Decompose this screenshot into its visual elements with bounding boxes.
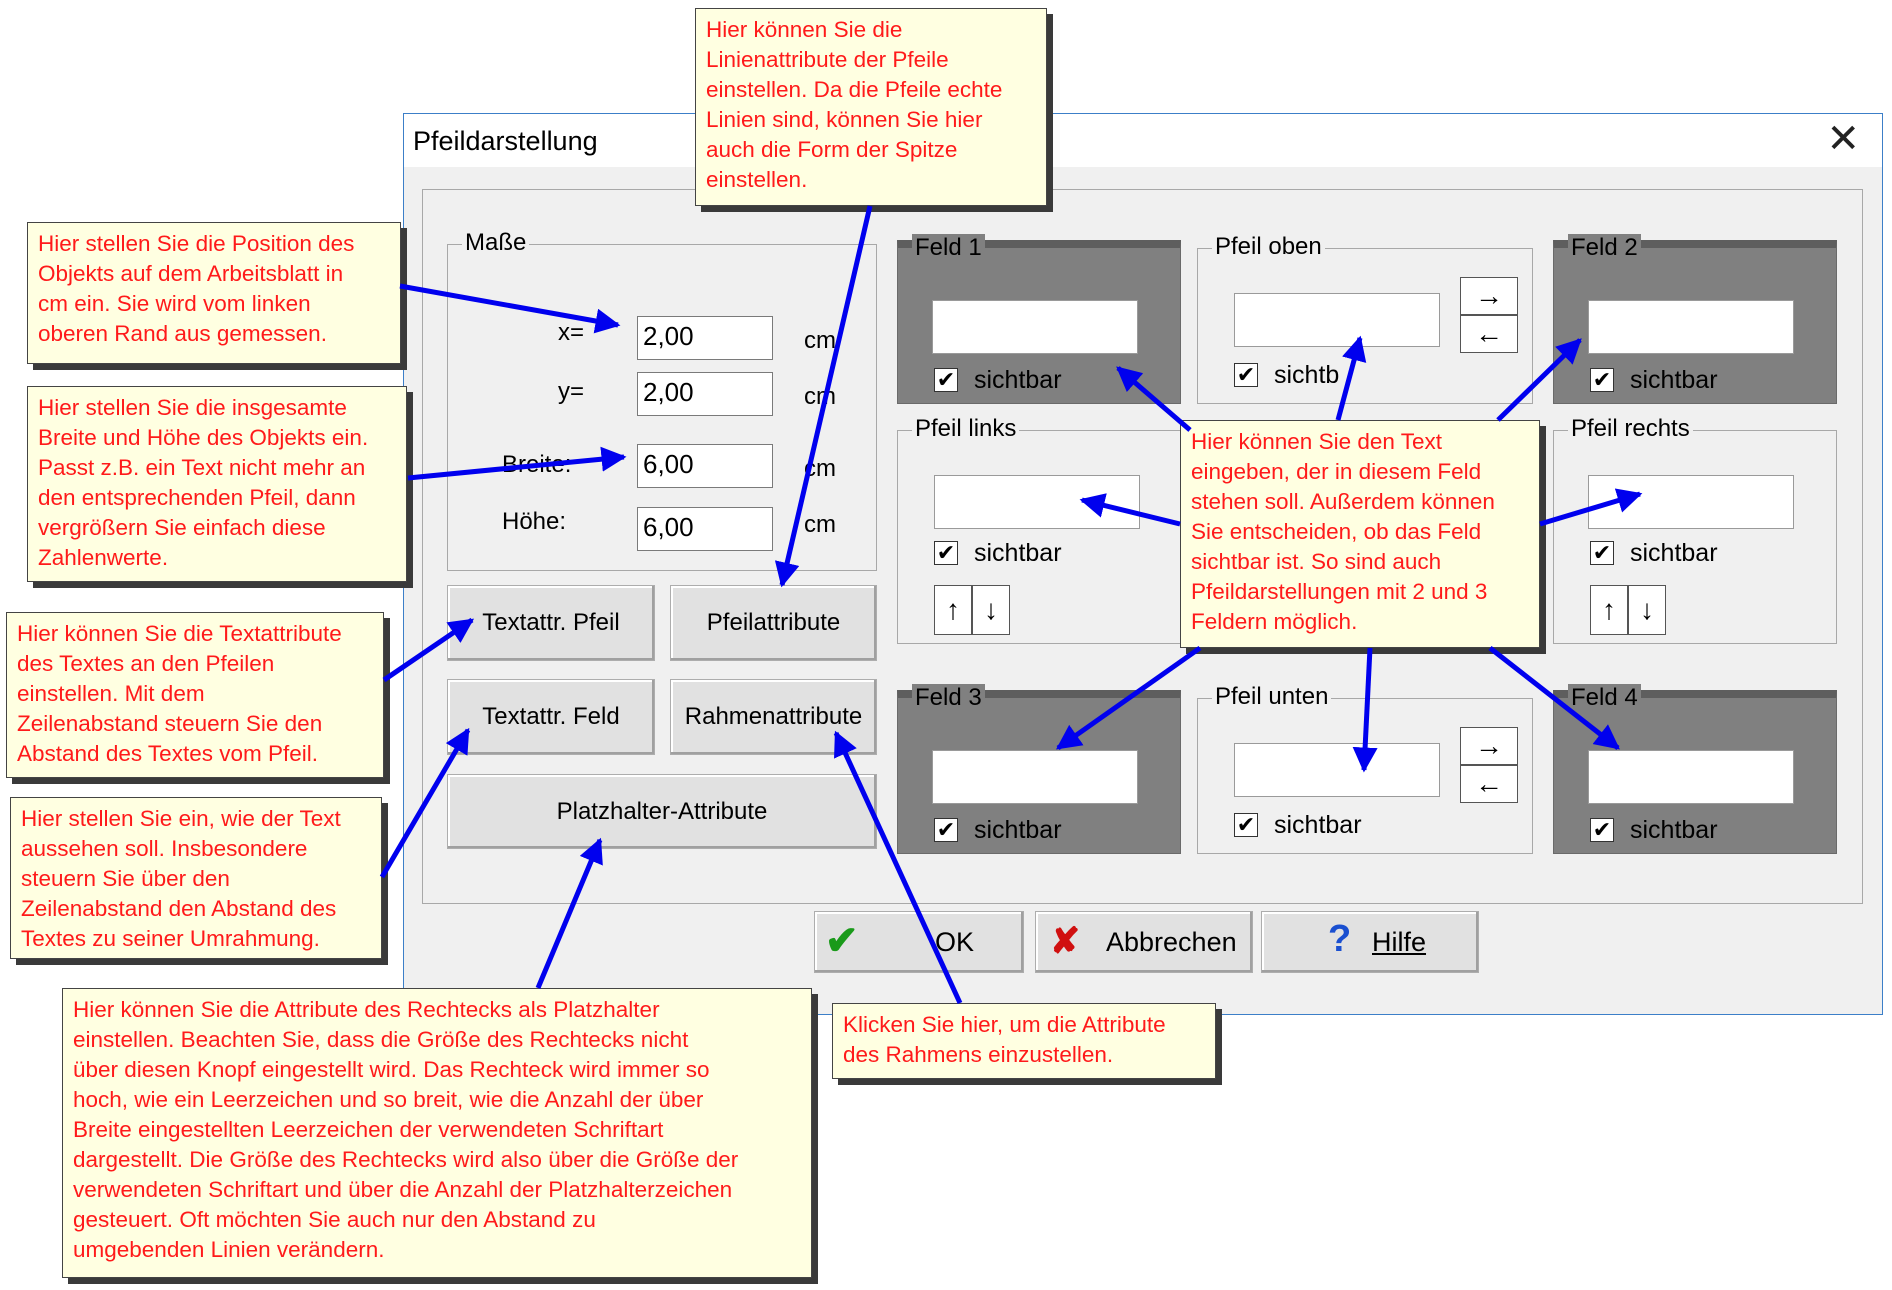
- feld2-group: Feld 2 ✔ sichtbar: [1553, 234, 1837, 404]
- feld1-title: Feld 1: [912, 234, 985, 262]
- feld2-title: Feld 2: [1568, 234, 1641, 262]
- pfeil-links-title: Pfeil links: [912, 415, 1020, 443]
- pfeil-rechts-up-arrow-button[interactable]: ↑: [1590, 585, 1628, 635]
- pfeil-links-checkbox[interactable]: ✔: [934, 541, 958, 565]
- pfeil-unten-group: Pfeil unten ✔ sichtbar → ←: [1197, 683, 1533, 854]
- ok-button[interactable]: ✔ OK: [814, 911, 1024, 973]
- pfeil-unten-right-arrow-button[interactable]: →: [1460, 727, 1518, 765]
- close-icon[interactable]: ✕: [1826, 117, 1860, 161]
- y-input[interactable]: 2,00: [637, 372, 773, 416]
- callout-pfeilattribute: Hier können Sie die Linienattribute der …: [695, 8, 1047, 206]
- callout-felder: Hier können Sie den Text eingeben, der i…: [1180, 420, 1540, 648]
- pfeil-unten-text-input[interactable]: [1234, 743, 1440, 797]
- feld4-checkbox[interactable]: ✔: [1590, 818, 1614, 842]
- pfeil-oben-title: Pfeil oben: [1212, 233, 1325, 261]
- pfeil-unten-title: Pfeil unten: [1212, 683, 1332, 711]
- feld4-text-input[interactable]: [1588, 750, 1794, 804]
- feld3-checkbox-label: sichtbar: [974, 816, 1062, 844]
- feld3-title: Feld 3: [912, 684, 985, 712]
- pfeil-rechts-title: Pfeil rechts: [1568, 415, 1693, 443]
- callout-rahmen: Klicken Sie hier, um die Attribute des R…: [832, 1003, 1216, 1079]
- textattr-feld-button[interactable]: Textattr. Feld: [447, 679, 655, 755]
- y-label: y=: [558, 378, 585, 405]
- pfeil-unten-left-arrow-button[interactable]: ←: [1460, 765, 1518, 803]
- feld1-group: Feld 1 ✔ sichtbar: [897, 234, 1181, 404]
- help-question-icon: ?: [1328, 918, 1352, 960]
- y-unit: cm: [804, 383, 836, 410]
- hoehe-label: Höhe:: [502, 508, 567, 535]
- callout-textattr-feld: Hier stellen Sie ein, wie der Text ausse…: [10, 797, 382, 959]
- pfeilattribute-button[interactable]: Pfeilattribute: [670, 585, 877, 661]
- pfeil-rechts-down-arrow-button[interactable]: ↓: [1628, 585, 1666, 635]
- masse-group: Maße x= 2,00 cm y= 2,00 cm Breite: 6,00 …: [447, 229, 877, 571]
- abbrechen-label: Abbrechen: [1106, 927, 1237, 957]
- main-panel: Maße x= 2,00 cm y= 2,00 cm Breite: 6,00 …: [422, 189, 1863, 904]
- hilfe-label: Hilfe: [1372, 927, 1427, 957]
- abbrechen-button[interactable]: ✘ Abbrechen: [1035, 911, 1253, 973]
- feld4-group: Feld 4 ✔ sichtbar: [1553, 684, 1837, 854]
- pfeil-links-text-input[interactable]: [934, 475, 1140, 529]
- pfeil-oben-left-arrow-button[interactable]: ←: [1460, 315, 1518, 353]
- pfeil-oben-group: Pfeil oben ✔ sichtb → ←: [1197, 233, 1533, 404]
- ok-label: OK: [935, 927, 975, 957]
- feld2-text-input[interactable]: [1588, 300, 1794, 354]
- pfeil-links-group: Pfeil links ✔ sichtbar ↑ ↓: [897, 415, 1181, 644]
- title-bar: Pfeildarstellung ✕: [404, 114, 1882, 167]
- hilfe-button[interactable]: ? Hilfe: [1261, 911, 1479, 973]
- breite-unit: cm: [804, 455, 836, 482]
- feld4-title: Feld 4: [1568, 684, 1641, 712]
- callout-position: Hier stellen Sie die Position des Objekt…: [27, 222, 401, 364]
- platzhalter-attribute-button[interactable]: Platzhalter-Attribute: [447, 774, 877, 849]
- pfeil-oben-checkbox-label: sichtb: [1274, 361, 1340, 389]
- callout-size: Hier stellen Sie die insgesamte Breite u…: [27, 386, 407, 582]
- feld2-checkbox[interactable]: ✔: [1590, 368, 1614, 392]
- feld1-checkbox-label: sichtbar: [974, 366, 1062, 394]
- feld3-group: Feld 3 ✔ sichtbar: [897, 684, 1181, 854]
- pfeil-rechts-checkbox[interactable]: ✔: [1590, 541, 1614, 565]
- textattr-pfeil-button[interactable]: Textattr. Pfeil: [447, 585, 655, 661]
- breite-input[interactable]: 6,00: [637, 444, 773, 488]
- pfeil-unten-checkbox-label: sichtbar: [1274, 811, 1362, 839]
- hoehe-input[interactable]: 6,00: [637, 507, 773, 551]
- pfeil-links-up-arrow-button[interactable]: ↑: [934, 585, 972, 635]
- feld3-text-input[interactable]: [932, 750, 1138, 804]
- feld4-checkbox-label: sichtbar: [1630, 816, 1718, 844]
- callout-platzhalter: Hier können Sie die Attribute des Rechte…: [62, 988, 812, 1278]
- pfeil-links-down-arrow-button[interactable]: ↓: [972, 585, 1010, 635]
- dialog-title: Pfeildarstellung: [413, 126, 598, 156]
- pfeil-links-checkbox-label: sichtbar: [974, 539, 1062, 567]
- feld2-checkbox-label: sichtbar: [1630, 366, 1718, 394]
- pfeil-oben-checkbox[interactable]: ✔: [1234, 363, 1258, 387]
- x-label: x=: [558, 319, 585, 346]
- ok-check-icon: ✔: [825, 919, 859, 963]
- feld1-checkbox[interactable]: ✔: [934, 368, 958, 392]
- x-unit: cm: [804, 327, 836, 354]
- pfeil-oben-text-input[interactable]: [1234, 293, 1440, 347]
- feld3-checkbox[interactable]: ✔: [934, 818, 958, 842]
- pfeil-oben-right-arrow-button[interactable]: →: [1460, 277, 1518, 315]
- masse-title: Maße: [462, 229, 530, 257]
- callout-textattr-pfeil: Hier können Sie die Textattribute des Te…: [6, 612, 384, 778]
- breite-label: Breite:: [502, 451, 572, 478]
- dialog-pfeildarstellung: Pfeildarstellung ✕ Maße x= 2,00 cm y= 2,…: [403, 113, 1883, 1015]
- feld1-text-input[interactable]: [932, 300, 1138, 354]
- pfeil-rechts-text-input[interactable]: [1588, 475, 1794, 529]
- x-input[interactable]: 2,00: [637, 316, 773, 360]
- pfeil-rechts-checkbox-label: sichtbar: [1630, 539, 1718, 567]
- cancel-x-icon: ✘: [1050, 920, 1081, 961]
- hoehe-unit: cm: [804, 511, 836, 538]
- pfeil-rechts-group: Pfeil rechts ✔ sichtbar ↑ ↓: [1553, 415, 1837, 644]
- pfeil-unten-checkbox[interactable]: ✔: [1234, 813, 1258, 837]
- rahmenattribute-button[interactable]: Rahmenattribute: [670, 679, 877, 755]
